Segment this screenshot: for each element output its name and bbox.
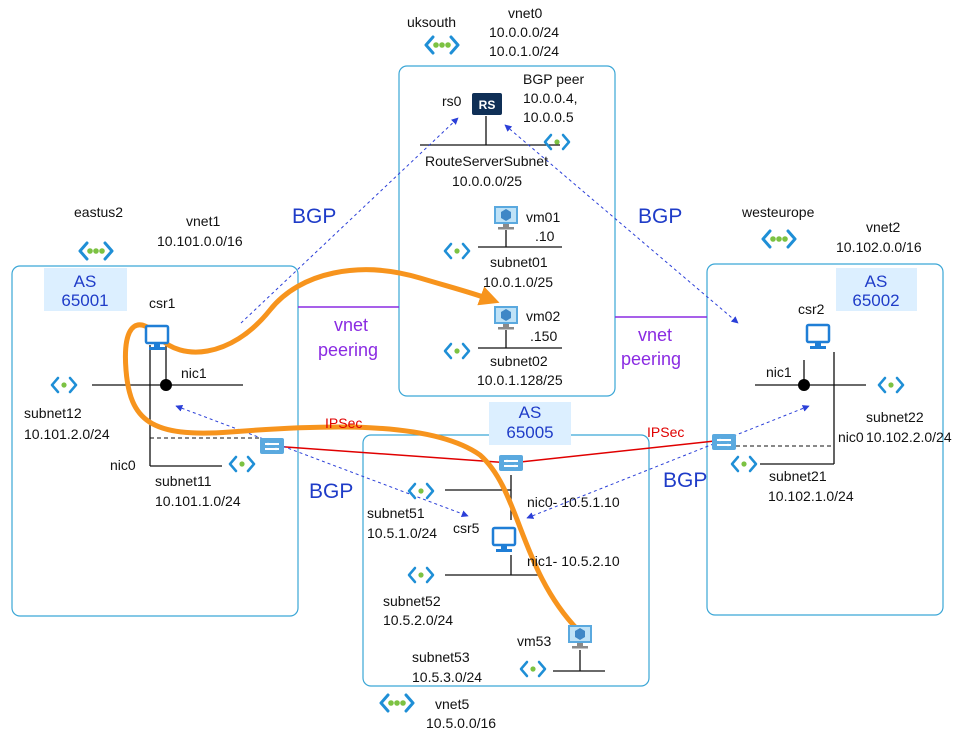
route-server-icon: RS [472, 93, 502, 115]
subnet11-name: subnet11 [155, 473, 212, 489]
vm53-name: vm53 [517, 633, 551, 649]
vnet1-name: vnet1 [186, 213, 220, 229]
subnet02-name: subnet02 [490, 353, 548, 369]
vnet2-name: vnet2 [866, 219, 900, 235]
csr5-nic0-label: nic0- 10.5.1.10 [527, 494, 620, 510]
routeserversubnet-prefix: 10.0.0.0/25 [452, 173, 522, 189]
vnet0-prefix-2: 10.0.1.0/24 [489, 43, 559, 59]
bgp-arrow-csr1-rs [240, 117, 459, 324]
subnet11-prefix: 10.101.1.0/24 [155, 493, 241, 509]
csr2-label: csr2 [798, 301, 825, 317]
bgp-label-4: BGP [663, 469, 707, 492]
subnet53-prefix: 10.5.3.0/24 [412, 669, 482, 685]
subnet51-prefix: 10.5.1.0/24 [367, 525, 437, 541]
peering-label-1-line2: peering [318, 340, 378, 360]
bgp-label-3: BGP [309, 480, 353, 503]
vpn-gateway-vnet5-icon [498, 454, 524, 472]
as-65002-label-1: AS [865, 272, 888, 291]
bgp-arrow-csr5-csr2 [526, 405, 810, 519]
vnet2-icon [761, 229, 797, 249]
bgp-label-2: BGP [638, 205, 682, 228]
vnet5-icon [379, 693, 415, 713]
vm01-name: vm01 [526, 209, 560, 225]
ipsec-label-1: IPSec [325, 415, 362, 431]
subnet52-prefix: 10.5.2.0/24 [383, 612, 453, 628]
bgp-arrow-rs-csr2 [504, 124, 739, 324]
bgp-label-1: BGP [292, 205, 336, 228]
vnet0-name: vnet0 [508, 5, 542, 21]
subnet12-prefix: 10.101.2.0/24 [24, 426, 110, 442]
vnet0-box [398, 65, 616, 397]
as-65005-label-2: 65005 [506, 423, 553, 442]
vm01-ip: .10 [535, 228, 555, 244]
vm02-name: vm02 [526, 308, 560, 324]
subnet01-prefix: 10.0.1.0/25 [483, 274, 553, 290]
region-westeurope: westeurope [741, 204, 815, 220]
csr1-nic0-label: nic0 [110, 457, 136, 473]
as-65001-label-2: 65001 [61, 291, 108, 310]
vnet1-prefix: 10.101.0.0/16 [157, 233, 243, 249]
peering-label-2-line1: vnet [638, 325, 672, 345]
vpn-gateway-vnet1-icon [259, 437, 285, 455]
vnet0-icon [424, 35, 460, 55]
as-65001-label-1: AS [74, 272, 97, 291]
subnet51-name: subnet51 [367, 505, 425, 521]
as-65002-badge [836, 268, 917, 311]
bgp-peer-ip-2: 10.0.0.5 [523, 109, 574, 125]
ipsec-label-2: IPSec [647, 424, 684, 440]
subnet02-prefix: 10.0.1.128/25 [477, 372, 563, 388]
region-uksouth: uksouth [407, 14, 456, 30]
subnet22-name: subnet22 [866, 409, 924, 425]
subnet01-name: subnet01 [490, 254, 548, 270]
vpn-gateway-vnet2-icon [711, 433, 737, 451]
peering-label-1-line1: vnet [334, 315, 368, 335]
as-65002-label-2: 65002 [852, 291, 899, 310]
bgp-peer-label: BGP peer [523, 71, 585, 87]
csr5-nic1-label: nic1- 10.5.2.10 [527, 553, 620, 569]
vnet0-prefix-1: 10.0.0.0/24 [489, 24, 559, 40]
vnet5-prefix: 10.5.0.0/16 [426, 715, 496, 731]
as-65005-label-1: AS [519, 403, 542, 422]
bgp-arrow-csr1-csr5 [175, 404, 469, 518]
bgp-peer-ip-1: 10.0.0.4, [523, 90, 578, 106]
region-eastus2: eastus2 [74, 204, 123, 220]
subnet21-prefix: 10.102.1.0/24 [768, 488, 854, 504]
subnet22-prefix: 10.102.2.0/24 [866, 429, 952, 445]
csr5-label: csr5 [453, 520, 480, 536]
peering-label-2-line2: peering [621, 349, 681, 369]
vm02-ip: .150 [530, 328, 557, 344]
traffic-path [122, 267, 581, 633]
subnet12-name: subnet12 [24, 405, 82, 421]
subnet52-name: subnet52 [383, 593, 441, 609]
csr1-nic1-label: nic1 [181, 365, 207, 381]
csr2-nic1-label: nic1 [766, 364, 792, 380]
vnet1-icon [78, 241, 114, 261]
rs0-label: rs0 [442, 93, 462, 109]
csr2-nic0-label: nic0 [838, 429, 864, 445]
vnet5-name: vnet5 [435, 696, 469, 712]
subnet21-name: subnet21 [769, 468, 827, 484]
vnet2-prefix: 10.102.0.0/16 [836, 239, 922, 255]
subnet53-name: subnet53 [412, 649, 470, 665]
route-server-badge: RS [479, 98, 496, 112]
csr1-label: csr1 [149, 295, 176, 311]
as-65001-badge [44, 268, 127, 311]
routeserversubnet-name: RouteServerSubnet [425, 153, 548, 169]
